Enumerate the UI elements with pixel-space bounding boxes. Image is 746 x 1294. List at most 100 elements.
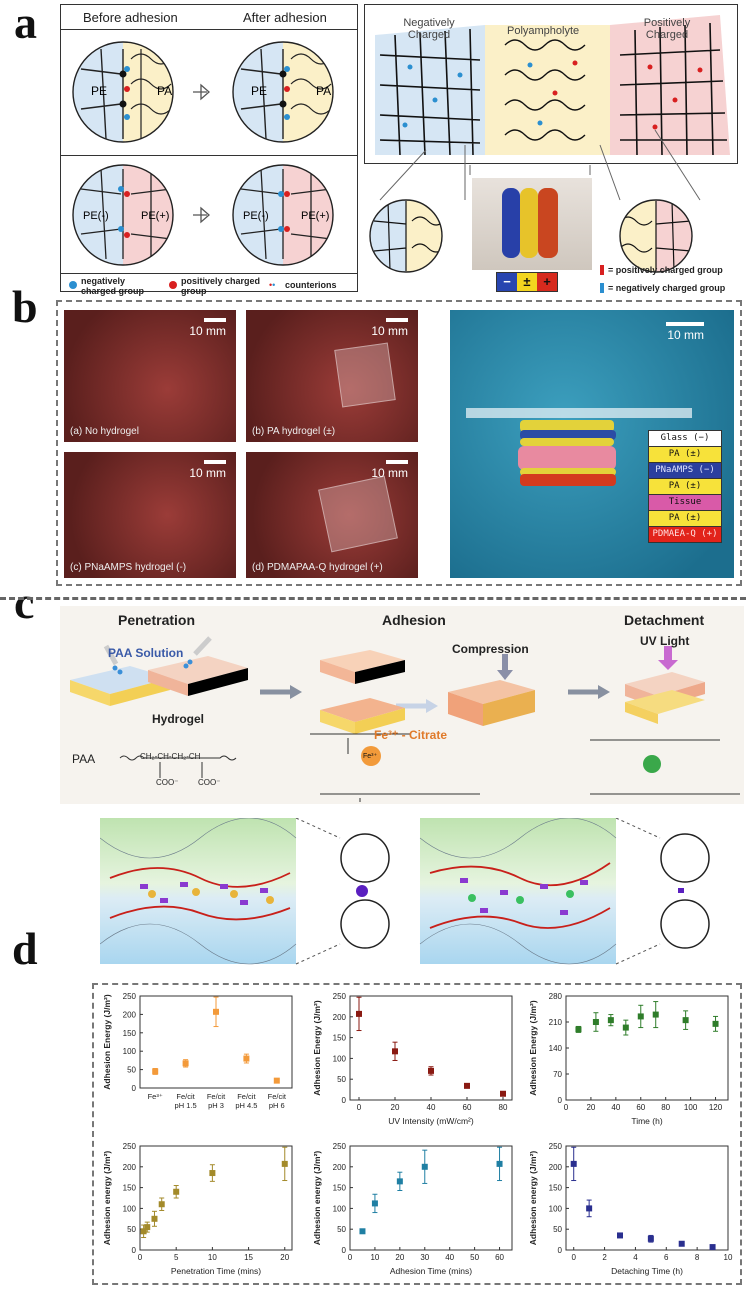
data-point xyxy=(497,1161,503,1167)
panel-letter-c: c xyxy=(14,580,34,626)
chart-5: 0501001502002500102030405060Adhesion Tim… xyxy=(310,1138,520,1278)
x-tick-label: 50 xyxy=(470,1253,479,1262)
y-axis-label: Adhesion Energy (J/m²) xyxy=(528,1000,538,1096)
photo-label-2: (b) PA hydrogel (±) xyxy=(252,426,335,437)
y-tick-label: 50 xyxy=(337,1075,346,1084)
data-point xyxy=(464,1083,470,1089)
x-category-line: Fe/cit xyxy=(176,1092,195,1101)
y-tick-label: 250 xyxy=(333,1142,347,1151)
tissue-photo-4: 10 mm (d) PDMAPAA-Q hydrogel (+) xyxy=(246,452,418,578)
data-point xyxy=(183,1060,189,1066)
photo-label-3: (c) PNaAMPS hydrogel (-) xyxy=(70,562,186,573)
x-tick-label: 10 xyxy=(370,1253,379,1262)
x-category-line: pH 4.5 xyxy=(235,1101,257,1110)
charge-bar-pos: + xyxy=(537,273,557,291)
key-pos-label: = positively charged group xyxy=(608,265,723,275)
y-tick-label: 0 xyxy=(132,1084,137,1093)
zoom-circle-left xyxy=(366,196,446,276)
chart-3: 070140210280020406080100120Time (h)Adhes… xyxy=(526,988,736,1128)
data-point xyxy=(617,1232,623,1238)
data-point xyxy=(428,1068,434,1074)
y-tick-label: 0 xyxy=(342,1246,347,1255)
data-point xyxy=(359,1228,365,1234)
scale-bar-3: 10 mm xyxy=(189,460,226,480)
x-category-label: Fe³⁺ xyxy=(148,1092,163,1101)
chart-2: 050100150200250020406080UV Intensity (mW… xyxy=(310,988,520,1128)
stack-legend-6: PA (±) xyxy=(649,511,721,527)
chart-1: 050100150200250Fe³⁺Fe/citpH 1.5Fe/citpH … xyxy=(100,988,300,1128)
y-tick-label: 0 xyxy=(342,1096,347,1105)
y-tick-label: 250 xyxy=(123,992,137,1001)
tissue-photo-2: 10 mm (b) PA hydrogel (±) xyxy=(246,310,418,442)
x-tick-label: 0 xyxy=(564,1103,569,1112)
y-tick-label: 0 xyxy=(558,1246,563,1255)
y-tick-label: 100 xyxy=(333,1204,347,1213)
data-point xyxy=(282,1161,288,1167)
glass-stack-photo: 10 mm Glass (−) PA (±) PNaAMPS (−) PA (±… xyxy=(450,310,734,578)
scale-bar-1: 10 mm xyxy=(189,318,226,338)
data-point xyxy=(608,1017,614,1023)
x-tick-label: 100 xyxy=(684,1103,698,1112)
stack-legend-2: PA (±) xyxy=(649,447,721,463)
data-point xyxy=(683,1017,689,1023)
data-point xyxy=(679,1241,685,1247)
y-tick-label: 100 xyxy=(123,1047,137,1056)
y-axis-label: Adhesion energy (J/m²) xyxy=(312,1151,322,1246)
paa-solution-label: PAA Solution xyxy=(108,646,183,660)
chem-coo-2: COO⁻ xyxy=(198,778,220,787)
x-category-line: Fe³⁺ xyxy=(148,1092,163,1101)
y-tick-label: 150 xyxy=(549,1184,563,1193)
charge-bar: − ± + xyxy=(496,272,558,292)
data-point xyxy=(209,1170,215,1176)
x-axis-label: Detaching Time (h) xyxy=(611,1266,683,1276)
key-neg-label: = negatively charged group xyxy=(608,283,725,293)
plot-frame xyxy=(350,996,512,1100)
data-point xyxy=(397,1178,403,1184)
x-tick-label: 60 xyxy=(495,1253,504,1262)
data-point xyxy=(623,1025,629,1031)
tissue-photo-1: 10 mm (a) No hydrogel xyxy=(64,310,236,442)
data-point xyxy=(356,1011,362,1017)
plot-frame xyxy=(566,996,728,1100)
gel-stack-photo xyxy=(472,178,592,270)
x-tick-label: 40 xyxy=(445,1253,454,1262)
panel-letter-d: d xyxy=(12,926,38,972)
y-tick-label: 70 xyxy=(553,1070,562,1079)
data-point xyxy=(152,1068,158,1074)
data-point xyxy=(710,1244,716,1250)
x-tick-label: 6 xyxy=(664,1253,669,1262)
y-axis-label: Adhesion Energy (J/m²) xyxy=(102,994,112,1090)
chem-formula-1: CH₂-CH-CH₂-CH xyxy=(140,752,200,761)
y-tick-label: 50 xyxy=(553,1225,562,1234)
x-tick-label: 0 xyxy=(348,1253,353,1262)
data-point xyxy=(159,1201,165,1207)
y-tick-label: 200 xyxy=(549,1163,563,1172)
x-tick-label: 4 xyxy=(633,1253,638,1262)
section-separator xyxy=(0,597,746,600)
x-tick-label: 120 xyxy=(709,1103,723,1112)
data-point xyxy=(173,1189,179,1195)
stack-legend-3: PNaAMPS (−) xyxy=(649,463,721,479)
data-point xyxy=(571,1161,577,1167)
x-category-line: pH 6 xyxy=(269,1101,285,1110)
x-category-line: pH 3 xyxy=(208,1101,224,1110)
data-point xyxy=(500,1091,506,1097)
data-point xyxy=(243,1056,249,1062)
chart-6: 0501001502002500246810Detaching Time (h)… xyxy=(526,1138,736,1278)
stack-legend-5: Tissue xyxy=(649,495,721,511)
y-tick-label: 50 xyxy=(127,1225,136,1234)
x-tick-label: 10 xyxy=(724,1253,733,1262)
data-point xyxy=(422,1164,428,1170)
x-tick-label: 80 xyxy=(661,1103,670,1112)
charge-bar-neg: − xyxy=(497,273,517,291)
data-point xyxy=(144,1224,150,1230)
y-tick-label: 150 xyxy=(123,1029,137,1038)
x-tick-label: 20 xyxy=(280,1253,289,1262)
y-tick-label: 0 xyxy=(132,1246,137,1255)
x-tick-label: 10 xyxy=(208,1253,217,1262)
network-bond-diagrams xyxy=(100,818,740,968)
scale-bar-4: 10 mm xyxy=(371,460,408,480)
stack-legend-1: Glass (−) xyxy=(649,431,721,447)
x-tick-label: 20 xyxy=(391,1103,400,1112)
